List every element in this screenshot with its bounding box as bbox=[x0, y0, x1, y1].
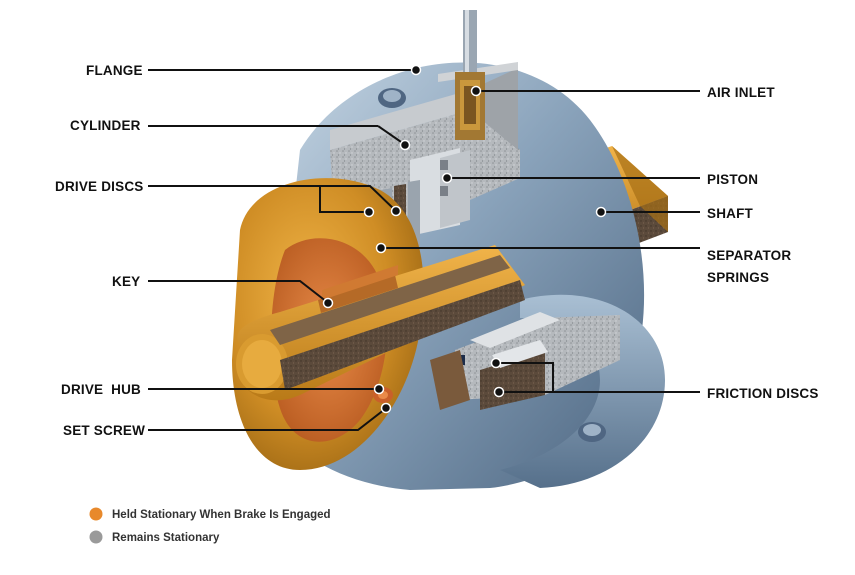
shaft-front bbox=[236, 245, 526, 401]
label-friction-discs: FRICTION DISCS bbox=[707, 386, 819, 401]
legend-item-held-stationary: Held Stationary When Brake Is Engaged bbox=[89, 507, 331, 521]
label-drive-hub: DRIVE HUB bbox=[61, 382, 141, 397]
callout-piston: PISTON bbox=[441, 172, 758, 187]
legend-text-remains-stationary: Remains Stationary bbox=[112, 532, 220, 544]
legend-item-remains-stationary: Remains Stationary bbox=[89, 530, 220, 544]
label-flange: FLANGE bbox=[86, 63, 143, 78]
callout-friction-discs: FRICTION DISCS bbox=[490, 357, 819, 401]
callout-flange: FLANGE bbox=[86, 63, 422, 78]
callout-air-inlet: AIR INLET bbox=[470, 85, 775, 100]
callout-separator-springs: SEPARATOR SPRINGS bbox=[375, 242, 791, 285]
label-shaft: SHAFT bbox=[707, 206, 754, 221]
label-piston: PISTON bbox=[707, 172, 758, 187]
legend: Held Stationary When Brake Is Engaged Re… bbox=[89, 507, 331, 544]
label-drive-discs: DRIVE DISCS bbox=[55, 179, 143, 194]
legend-swatch-gray bbox=[89, 530, 103, 544]
label-separator-springs-1: SEPARATOR bbox=[707, 248, 791, 263]
brake-illustration bbox=[232, 10, 668, 490]
label-separator-springs-2: SPRINGS bbox=[707, 270, 769, 285]
callout-drive-hub: DRIVE HUB bbox=[61, 382, 385, 397]
callout-drive-discs: DRIVE DISCS bbox=[55, 179, 402, 218]
callout-cylinder: CYLINDER bbox=[70, 118, 411, 151]
air-inlet-fitting bbox=[455, 10, 485, 140]
flange-bolt-bottom bbox=[578, 422, 606, 442]
label-set-screw: SET SCREW bbox=[63, 423, 145, 438]
callout-shaft: SHAFT bbox=[595, 206, 754, 221]
legend-text-held-stationary: Held Stationary When Brake Is Engaged bbox=[112, 509, 331, 521]
callout-set-screw: SET SCREW bbox=[63, 402, 392, 438]
callouts: FLANGE CYLINDER DRIVE DISCS KEY DRIVE bbox=[55, 63, 819, 438]
label-key: KEY bbox=[112, 274, 140, 289]
piston-block bbox=[410, 148, 470, 236]
label-air-inlet: AIR INLET bbox=[707, 85, 775, 100]
key-part bbox=[318, 265, 398, 313]
callout-key: KEY bbox=[112, 274, 334, 309]
legend-swatch-orange bbox=[89, 507, 103, 521]
flange-bolt-top bbox=[378, 88, 406, 108]
label-cylinder: CYLINDER bbox=[70, 118, 141, 133]
